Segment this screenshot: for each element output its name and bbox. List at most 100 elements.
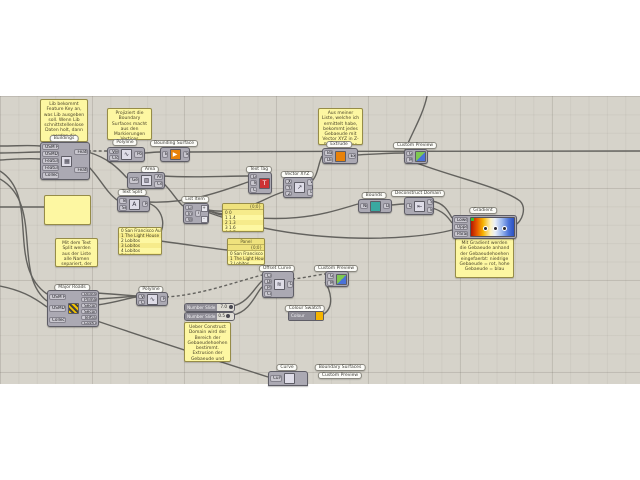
port-separator[interactable]: Separator	[119, 204, 127, 211]
port-feature-key-out[interactable]: Feature Key	[74, 166, 88, 174]
note-domain[interactable]: Ueber Construct Domain wird der Bereich …	[184, 322, 231, 362]
port-polyline[interactable]: Polyline	[159, 295, 166, 303]
component-polyline-2[interactable]: Vertices Closed ∿ Polyline	[136, 292, 168, 306]
port-material[interactable]: Material	[327, 279, 334, 286]
panel-heights[interactable]: {0;0} 0 0 1 1.4 2 1.3 3 1.6 4 0.7	[222, 203, 264, 232]
component-bounding-surface[interactable]: Edges ▶ Surface	[160, 147, 190, 162]
component-offset-curve[interactable]: Curve Distance Plane Corners ≋ Curve	[262, 271, 294, 298]
port-upper-limit[interactable]: Upper limit	[454, 223, 468, 231]
port-parameter[interactable]: Parameter	[454, 231, 468, 238]
port-centroid[interactable]: Centroid	[154, 181, 163, 188]
port-wrap[interactable]: Wrap	[185, 217, 193, 223]
note-feature-key[interactable]: Lib bekommt Feature Key an, was Lib ausg…	[40, 99, 88, 142]
port-collection-type[interactable]: Collection Type	[42, 172, 60, 179]
port-edges[interactable]: Edges	[162, 151, 168, 158]
port-collection-type[interactable]: Collection Type	[49, 316, 67, 324]
port-item-i[interactable]: i	[194, 210, 201, 217]
port-curve[interactable]: Curve	[264, 272, 272, 278]
slider-groove[interactable]: 7.0	[217, 304, 234, 311]
panel-empty[interactable]	[44, 195, 91, 225]
component-vector-xyz[interactable]: X component Y component Z component ↗ Ve…	[283, 177, 314, 198]
gradient-bar[interactable]	[470, 217, 515, 237]
component-deconstruct-domain[interactable]: Domain ⇤ Start End	[404, 197, 434, 215]
port-osm-point-data[interactable]: OSM Point Data	[49, 293, 67, 301]
port-feature-key[interactable]: Feature Key	[81, 320, 97, 326]
component-list-item[interactable]: List Index Wrap i + -	[183, 203, 209, 224]
port-primary[interactable]: Primary	[81, 291, 97, 297]
component-extrude[interactable]: Base Direction Extrusion	[322, 148, 358, 164]
port-feature-key[interactable]: Feature Key	[42, 157, 60, 165]
port-extrusion[interactable]: Extrusion	[347, 152, 356, 160]
port-surface[interactable]: Surface	[182, 151, 189, 158]
panel-names[interactable]: Panel {0;0} 0 San Francisco Auto Works 1…	[227, 238, 265, 265]
port-material[interactable]: Material	[406, 157, 413, 163]
slider-grip[interactable]	[229, 305, 233, 309]
port-plane[interactable]: Plane	[264, 285, 272, 291]
port-curve-out[interactable]: Curve	[286, 281, 293, 288]
port-base[interactable]: Base	[324, 149, 333, 156]
number-slider-2[interactable]: Number Slide 0.5	[184, 312, 235, 321]
component-polyline-1[interactable]: Vertices Closed ∿ Polyline	[107, 147, 145, 162]
port-z-component[interactable]: Z component	[285, 191, 293, 197]
port-start[interactable]: Start	[427, 198, 434, 206]
port-primary-links[interactable]: Primary Links	[81, 297, 97, 303]
component-area[interactable]: Geometry ▨ Area Centroid	[127, 172, 165, 189]
port-area[interactable]: Area	[154, 173, 163, 180]
panel-names-split[interactable]: 0 San Francisco Auto W 1 The Light House…	[118, 227, 162, 255]
port-geometry[interactable]: Geometry	[406, 150, 413, 156]
port-feature-value[interactable]: Feature Value	[42, 165, 60, 172]
note-vector-z[interactable]: Aus meiner Liste, welche ich ermittelt h…	[318, 108, 363, 145]
remove-output-button[interactable]: -	[200, 215, 208, 223]
note-boundary[interactable]: Projiziert die Boundary Surfaces macht a…	[107, 108, 152, 140]
component-major-roads[interactable]: OSM Point Data OSMData Used? Collection …	[47, 290, 99, 327]
component-bounds[interactable]: Numbers Domain	[358, 199, 392, 213]
gradient-grip[interactable]	[501, 225, 507, 231]
port-secondary[interactable]: Secondary	[81, 303, 97, 308]
port-tertiary[interactable]: Tertiary	[81, 314, 97, 320]
port-lower-limit[interactable]: Lower limit	[454, 216, 468, 223]
port-vertices[interactable]: Vertices	[138, 293, 145, 299]
port-end[interactable]: End	[427, 206, 434, 214]
component-text-split[interactable]: Text Separator A Result	[117, 196, 150, 212]
port-text[interactable]: Text	[250, 180, 257, 186]
port-corners[interactable]: Corners	[264, 291, 272, 297]
port-geometry[interactable]: Geometry	[327, 272, 334, 279]
port-domain[interactable]: Domain	[382, 202, 390, 210]
port-osmdata-used[interactable]: OSMData Used?	[42, 150, 60, 157]
port-x-component[interactable]: X component	[285, 178, 293, 184]
component-custom-preview-1[interactable]: Geometry Material	[404, 149, 428, 164]
add-output-button[interactable]: +	[200, 204, 208, 212]
port-list[interactable]: List	[185, 204, 193, 210]
port-result[interactable]: Result	[141, 200, 148, 208]
port-geometry[interactable]: Geometry	[129, 177, 140, 184]
port-osm-point-data[interactable]: OSM Point Data	[42, 143, 60, 150]
port-colour[interactable]: Colour	[250, 186, 257, 193]
component-custom-preview-2[interactable]: Geometry Material	[325, 271, 349, 287]
grasshopper-canvas[interactable]: Lib bekommt Feature Key an, was Lib ausg…	[0, 96, 640, 386]
port-numbers[interactable]: Numbers	[360, 202, 368, 210]
slider-groove[interactable]: 0.5	[217, 313, 234, 320]
port-domain-in[interactable]: Domain	[406, 202, 413, 210]
port-index[interactable]: Index	[185, 210, 193, 217]
port-feature-points[interactable]: Feature Points	[74, 148, 88, 156]
port-text[interactable]: Text	[119, 197, 127, 204]
swatch-color-chip[interactable]	[314, 312, 323, 320]
port-closed[interactable]: Closed	[109, 155, 120, 161]
slider-grip[interactable]	[226, 314, 230, 318]
port-vertices[interactable]: Vertices	[109, 148, 120, 154]
note-gradient[interactable]: Mit Gradient werden die Gebaeude anhand …	[455, 238, 514, 278]
port-curve[interactable]: Curve	[270, 375, 282, 382]
gradient-grip[interactable]	[483, 225, 489, 231]
port-y-component[interactable]: Y component	[285, 184, 293, 191]
port-polyline[interactable]: Polyline	[134, 151, 143, 158]
port-vector[interactable]: Vector	[307, 179, 314, 187]
component-gradient[interactable]: Lower limit Upper limit Parameter	[452, 215, 517, 239]
component-colour-swatch[interactable]: Colour Swatch	[288, 311, 324, 321]
number-slider-1[interactable]: Number Slide 7.0	[184, 303, 235, 312]
port-location[interactable]: Location	[250, 173, 257, 180]
port-distance[interactable]: Distance	[264, 278, 272, 284]
component-buildings[interactable]: OSM Point Data OSMData Used? Feature Key…	[40, 142, 90, 180]
gradient-grip[interactable]	[492, 225, 498, 231]
gradient-corner-grip[interactable]	[471, 218, 474, 221]
component-bottom-cut[interactable]: Curve	[268, 371, 308, 386]
